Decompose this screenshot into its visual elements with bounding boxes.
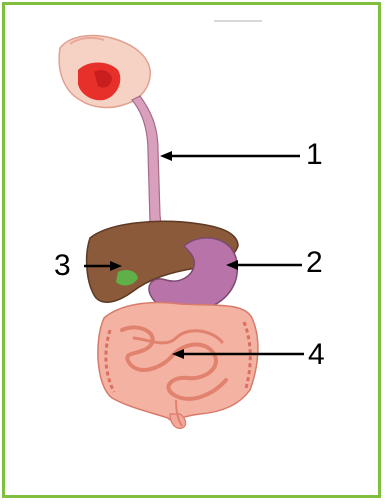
label-1: 1: [306, 140, 323, 170]
label-2: 2: [306, 248, 323, 278]
label-4: 4: [308, 340, 325, 370]
mouth-illustration: [59, 36, 150, 108]
intestines-illustration: [98, 303, 258, 429]
label-3: 3: [54, 251, 71, 281]
